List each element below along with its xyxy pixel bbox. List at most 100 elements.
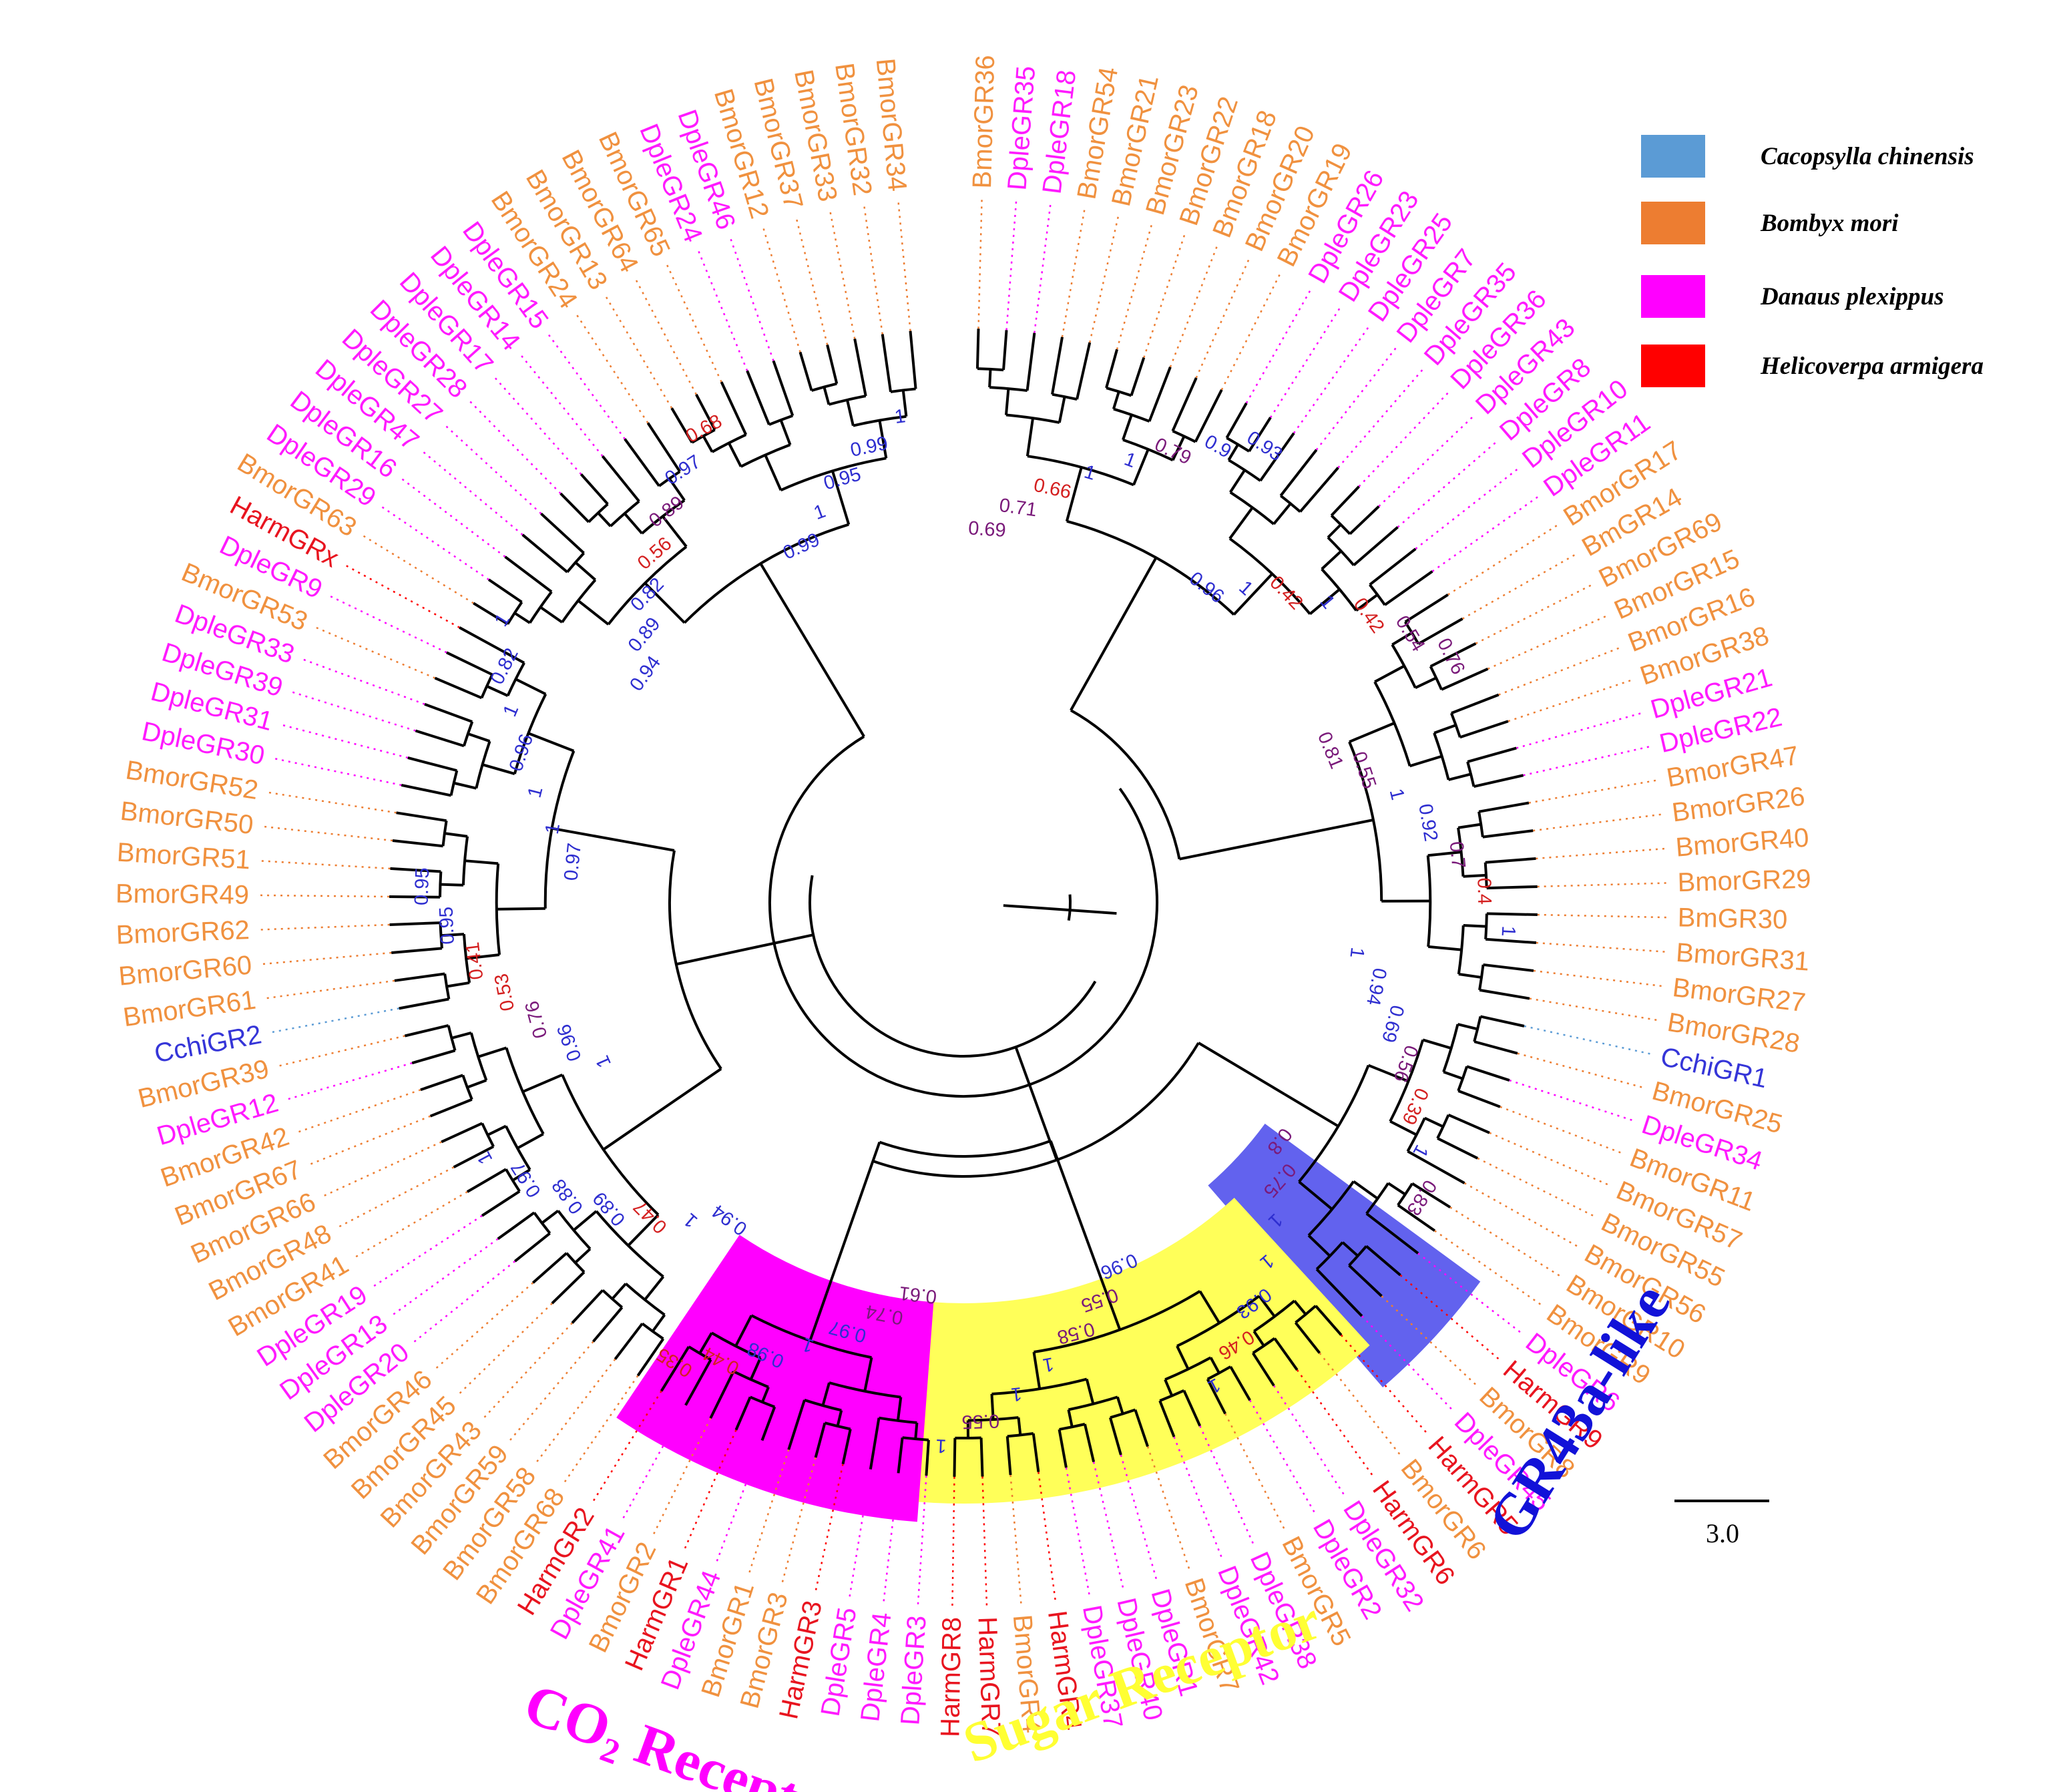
branch-arc (768, 414, 793, 426)
leaf-guide (1489, 1132, 1611, 1187)
support-value: 1 (1497, 925, 1519, 937)
branch-arc (1369, 584, 1386, 606)
branch-radial (1198, 1290, 1221, 1324)
leaf-guide (634, 276, 697, 395)
leaf-guide (1224, 1413, 1287, 1532)
branch-radial (1132, 449, 1150, 486)
branch-radial (668, 477, 686, 501)
branch-radial (1463, 873, 1487, 878)
leaf-guide (399, 476, 506, 557)
branch-radial (1417, 618, 1463, 646)
branch-radial (1228, 507, 1254, 539)
branch-arc (1067, 894, 1072, 921)
branch-radial (1294, 1321, 1321, 1354)
leaf-guide (284, 1062, 413, 1101)
leaf-guide (258, 859, 391, 870)
support-value: 0.7 (1445, 841, 1469, 869)
leaf-guide (1005, 198, 1017, 330)
leaf-guide (457, 1303, 553, 1397)
branch-arc (1484, 862, 1488, 889)
leaf-guide (300, 658, 425, 705)
branch-radial (1279, 449, 1318, 497)
leaf-guide (265, 791, 397, 814)
branch-radial (979, 1437, 984, 1477)
branch-radial (1437, 1137, 1479, 1160)
leaf-label: BmorGR34 (871, 57, 912, 192)
leaf-guide (1061, 206, 1086, 338)
branch-radial (1032, 1433, 1040, 1472)
branch-radial (1369, 547, 1417, 586)
branch-radial (761, 1386, 770, 1403)
leaf-guide (1500, 1106, 1624, 1155)
leaf-guide (1038, 1472, 1057, 1604)
branch-radial (572, 1210, 598, 1232)
leaf-label: BmorGR60 (118, 950, 253, 991)
branch-radial (504, 555, 553, 594)
branch-radial (1049, 1140, 1103, 1280)
branch-radial (424, 702, 473, 723)
support-value: 0.97 (662, 451, 705, 489)
branch-radial (1424, 1116, 1444, 1128)
branch-radial (1130, 357, 1146, 397)
leaf-guide (1528, 778, 1660, 804)
branch-arc (1449, 712, 1461, 738)
leaf-guide (1169, 243, 1219, 368)
branch-radial (444, 832, 468, 838)
support-value: 1 (491, 610, 515, 630)
leaf-guide (1245, 287, 1313, 404)
branch-radial (676, 933, 814, 966)
branch-radial (764, 454, 782, 491)
support-value: 0.76 (1433, 635, 1469, 678)
branch-radial (881, 334, 892, 393)
support-value: 1 (1385, 787, 1409, 802)
leaf-guide (343, 563, 460, 628)
branch-radial (1433, 724, 1457, 734)
support-value: 0.76 (521, 999, 552, 1041)
branch-radial (853, 339, 867, 397)
leaf-guide (307, 1115, 431, 1166)
leaf-guide (1509, 1079, 1636, 1122)
leaf-guide (951, 1476, 955, 1609)
leaf-guide (1517, 1052, 1646, 1089)
branch-arc (711, 433, 747, 453)
leaf-guide (1358, 390, 1451, 487)
branch-radial (1427, 851, 1461, 857)
leaf-guide (353, 1190, 468, 1259)
leaf-guide (1399, 1274, 1502, 1362)
branch-radial (1409, 754, 1443, 768)
leaf-guide (1381, 1295, 1479, 1387)
branch-radial (1171, 377, 1198, 432)
support-value: 1 (1316, 591, 1339, 613)
leaf-guide (574, 312, 649, 424)
support-value: 1 (935, 1435, 947, 1457)
branch-radial (1441, 668, 1489, 691)
leaf-label: BmorGR40 (1674, 823, 1810, 863)
branch-radial (1473, 774, 1524, 789)
leaf-guide-lines (257, 196, 1670, 1609)
leaf-guide (443, 423, 542, 515)
leaf-guide (257, 923, 390, 931)
branch-radial (1171, 435, 1186, 461)
branch-radial (836, 1409, 843, 1427)
support-value: 0.61 (898, 1282, 938, 1307)
branch-arc (872, 1042, 1200, 1178)
leaf-guide (481, 1322, 573, 1421)
leaf-guide (1524, 1025, 1654, 1056)
leaf-label: DpleGR3 (895, 1614, 932, 1726)
leaf-guide (1461, 552, 1578, 620)
branch-radial (577, 600, 610, 626)
branch-radial (486, 684, 509, 697)
leaf-guide (1034, 201, 1052, 333)
support-value: 0.88 (548, 1175, 588, 1218)
branch-arc (480, 674, 494, 699)
branch-arc (1327, 536, 1355, 566)
branch-radial (551, 827, 622, 843)
branch-arc (1106, 387, 1132, 397)
support-value: 0.69 (967, 517, 1006, 541)
branch-radial (1457, 823, 1481, 829)
branch-radial (1309, 588, 1341, 616)
legend-swatch-bmor (1641, 202, 1705, 244)
leaf-guide (276, 1035, 405, 1068)
branch-radial (453, 1145, 495, 1168)
branch-radial (975, 328, 980, 369)
